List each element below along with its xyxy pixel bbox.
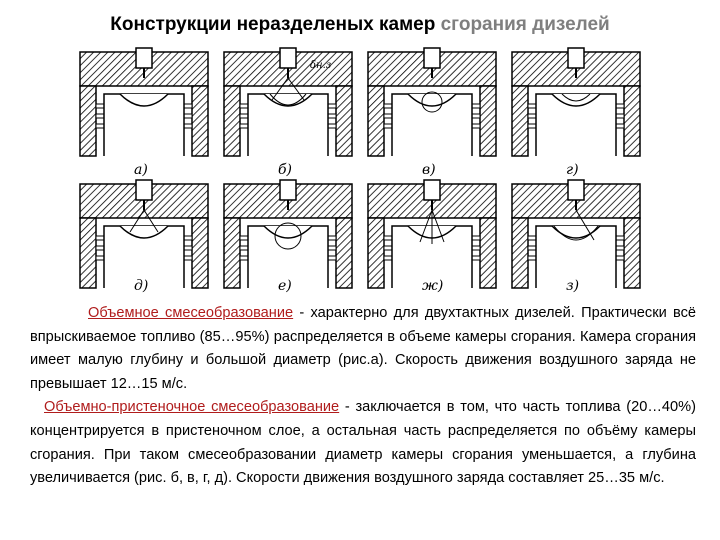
diagram-h [511,179,641,289]
combustion-chamber-figure: δн.з а) б) в) г) д) е) ж) з) [72,46,648,294]
paragraph-wall: Объемно-пристеночное смесеобразование - … [30,396,696,490]
caption-b: б) [278,162,292,178]
caption-f: е) [278,278,292,294]
caption-h: з) [566,278,579,294]
caption-g: ж) [422,278,443,294]
chamber-diagrams: δн.з а) б) в) г) д) е) ж) з) [79,47,641,294]
term-wall: Объемно-пристеночное смесеобразование [44,399,340,416]
paragraph-wall-text: - заключается в том, что часть топлива (… [30,399,696,487]
title-accent: сгорания дизелей [440,14,610,35]
paragraph-volumetric: Объемное смесеобразование - характерно д… [30,302,696,396]
caption-a: а) [134,162,148,178]
diagram-a [79,47,209,157]
term-volumetric: Объемное смесеобразование [88,305,294,321]
diagram-g [367,179,497,289]
diagram-b [223,47,353,157]
diagram-c [367,47,497,157]
caption-c: в) [422,162,436,178]
diagram-f [223,179,353,289]
title-main: Конструкции неразделеных камер [110,14,436,35]
caption-d: г) [566,162,579,178]
paragraph-volumetric-text: - характерно для двухтактных дизелей. Пр… [30,305,696,392]
body-text: Объемное смесеобразование - характерно д… [30,302,696,491]
caption-e: д) [134,278,148,294]
diagram-d [511,47,641,157]
diagram-e [79,179,209,289]
page-title: Конструкции неразделеных камер сгорания … [0,14,720,36]
annotation-label: δн.з [310,60,331,71]
